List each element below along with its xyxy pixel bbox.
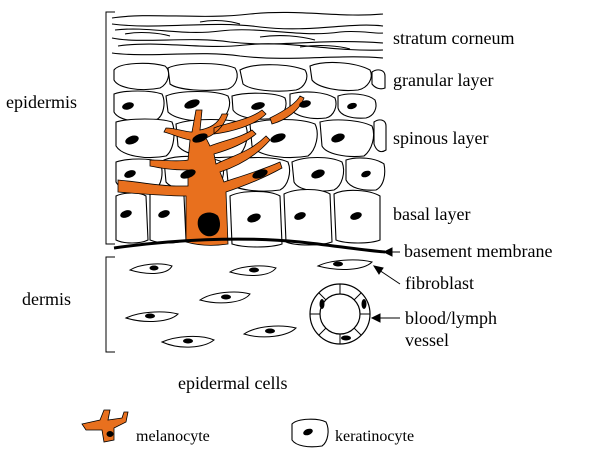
stratum-corneum-cells (112, 12, 383, 58)
epidermis-label: epidermis (6, 92, 77, 112)
basement-membrane-arrow (384, 248, 400, 256)
upper-spinous-cells (114, 91, 376, 122)
epidermis-bracket (106, 12, 115, 244)
basement-membrane-label: basement membrane (404, 241, 552, 261)
legend-keratinocyte-icon (292, 419, 328, 447)
vessel-label-line2: vessel (405, 330, 449, 350)
legend-melanocyte-label: melanocyte (136, 428, 210, 445)
legend-keratinocyte-label: keratinocyte (335, 428, 414, 445)
fibroblast-arrow (374, 266, 400, 284)
vessel-arrow (372, 314, 400, 322)
granular-layer-label: granular layer (393, 70, 493, 90)
legend-title: epidermal cells (178, 373, 287, 393)
blood-vessel (310, 284, 370, 344)
spinous-layer-label: spinous layer (393, 128, 488, 148)
dermis-bracket (106, 257, 115, 352)
dermis-label: dermis (22, 289, 71, 309)
fibroblast-label: fibroblast (405, 273, 474, 293)
granular-layer-cells (114, 63, 385, 92)
stratum-corneum-label: stratum corneum (393, 28, 514, 48)
vessel-label-line1: blood/lymph (405, 308, 497, 328)
basal-layer-label: basal layer (393, 204, 470, 224)
legend-melanocyte-icon (82, 410, 128, 442)
